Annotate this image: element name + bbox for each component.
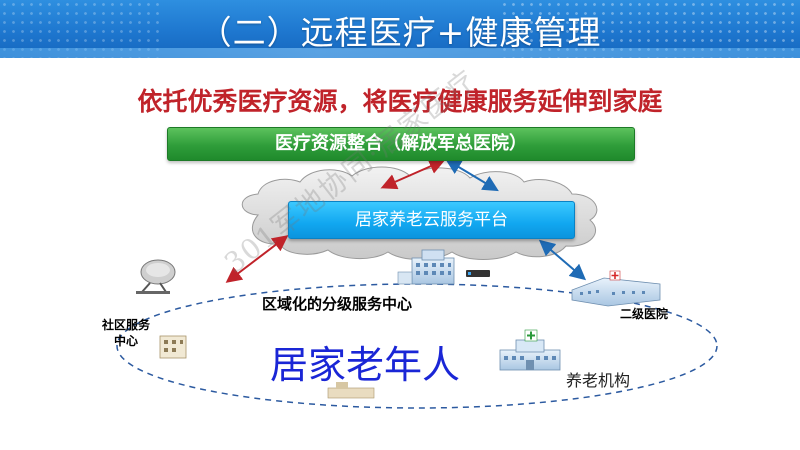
slide-title: （二）远程医疗+健康管理 bbox=[198, 13, 602, 52]
second-hospital-building-icon bbox=[571, 270, 661, 307]
community-service-center-label: 社区服务中心 bbox=[101, 318, 150, 348]
medical-resource-integration-label: 医疗资源整合（解放军总医院） bbox=[275, 133, 527, 154]
home-care-cloud-platform-label: 居家养老云服务平台 bbox=[355, 210, 508, 230]
arrow-to-community bbox=[225, 235, 289, 283]
nursing-institution-label: 养老机构 bbox=[566, 371, 631, 390]
second-level-hospital-label: 二级医院 bbox=[620, 307, 669, 321]
home-care-cloud-platform-box: 居家养老云服务平台 bbox=[288, 201, 575, 239]
community-building-icon bbox=[159, 335, 187, 359]
server-device-icon bbox=[466, 270, 490, 277]
house-scene-icon bbox=[327, 382, 375, 399]
regional-center-building-icon bbox=[397, 249, 455, 285]
home-elderly-label: 居家老年人 bbox=[270, 343, 461, 387]
regional-service-center-label: 区域化的分级服务中心 bbox=[262, 295, 413, 313]
slide-header: （二）远程医疗+健康管理 bbox=[0, 0, 800, 58]
header-highlight-band bbox=[0, 48, 800, 58]
slide-subtitle: 依托优秀医疗资源，将医疗健康服务延伸到家庭 bbox=[137, 87, 663, 116]
arrow-top-right bbox=[445, 158, 499, 192]
nursing-home-building-icon bbox=[499, 329, 561, 371]
arrow-to-second-hospital bbox=[538, 239, 587, 281]
medical-resource-integration-box: 医疗资源整合（解放军总医院） bbox=[167, 127, 635, 161]
arrow-top-left bbox=[380, 158, 446, 190]
satellite-dish-icon bbox=[136, 259, 176, 294]
